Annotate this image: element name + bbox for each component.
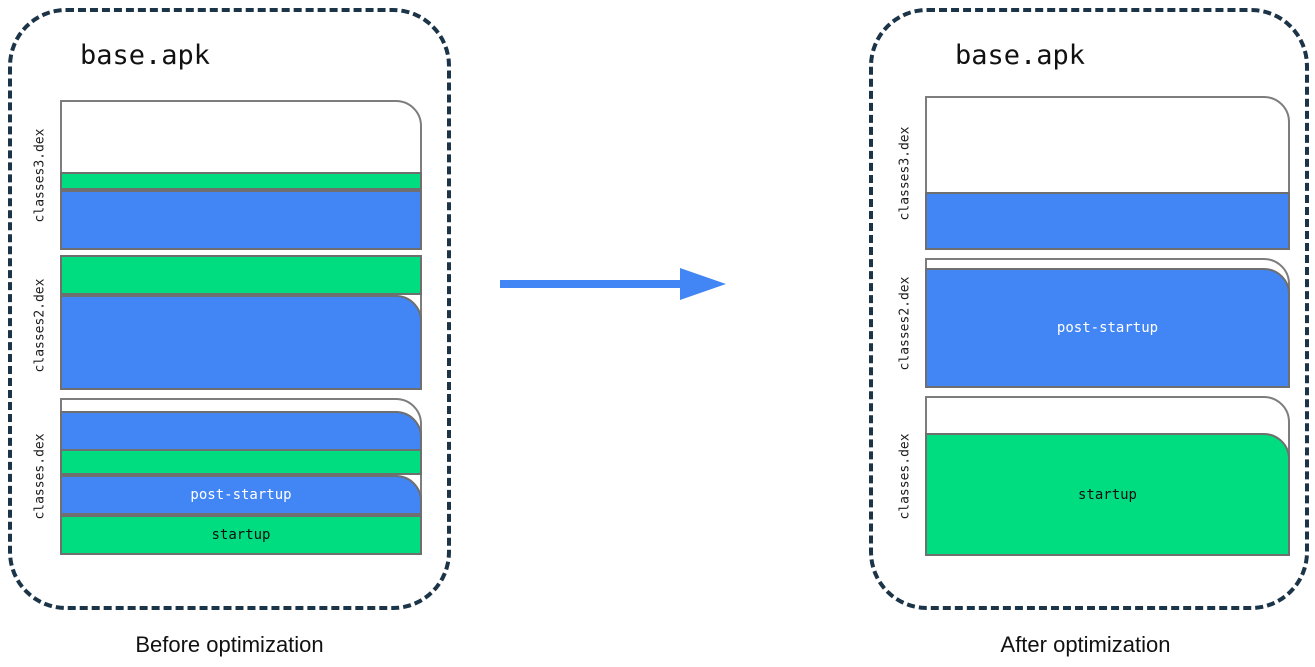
dex-group-after-classes2: classes2.dex post-startup xyxy=(895,258,1290,388)
dex-group-after-classes3: classes3.dex xyxy=(895,96,1290,250)
dex-segment-post-startup xyxy=(925,192,1290,250)
caption-before: Before optimization xyxy=(135,632,324,657)
dex-segment-post-startup xyxy=(60,295,422,390)
dex-label-classes3: classes3.dex xyxy=(897,126,913,220)
arrow-icon xyxy=(500,268,726,300)
dex-segment-post-startup-labeled: post-startup xyxy=(60,475,422,515)
dex-segment-startup xyxy=(60,449,422,475)
dex-card: startup xyxy=(925,396,1290,556)
dex-group-after-classes: classes.dex startup xyxy=(895,396,1290,556)
caption-after: After optimization xyxy=(1000,632,1171,657)
dex-group-before-classes3: classes3.dex xyxy=(30,100,422,250)
dex-segment-post-startup-labeled: post-startup xyxy=(925,268,1290,388)
dex-card: startup post-startup xyxy=(60,398,422,555)
dex-card xyxy=(60,100,422,250)
dex-segment-startup xyxy=(60,255,422,295)
dex-segment-post-startup xyxy=(60,190,422,250)
dex-card xyxy=(60,255,422,390)
dex-card: post-startup xyxy=(925,258,1290,388)
transformation-arrow xyxy=(498,262,728,306)
dex-label-classes3: classes3.dex xyxy=(32,128,48,222)
dex-group-before-classes: classes.dex startup post-startup xyxy=(30,398,422,555)
dex-segment-startup-labeled: startup xyxy=(60,515,422,555)
dex-segment-startup xyxy=(60,172,422,190)
dex-group-before-classes2: classes2.dex xyxy=(30,255,422,390)
dex-segment-startup-labeled: startup xyxy=(925,433,1290,556)
dex-label-classes: classes.dex xyxy=(32,433,48,520)
apk-title-after: base.apk xyxy=(955,40,1086,71)
dex-label-classes2: classes2.dex xyxy=(897,276,913,370)
apk-title-before: base.apk xyxy=(80,40,211,71)
dex-label-classes2: classes2.dex xyxy=(32,278,48,372)
dex-segment-post-startup xyxy=(60,411,422,451)
dex-label-classes: classes.dex xyxy=(897,432,913,520)
dex-card xyxy=(925,96,1290,250)
